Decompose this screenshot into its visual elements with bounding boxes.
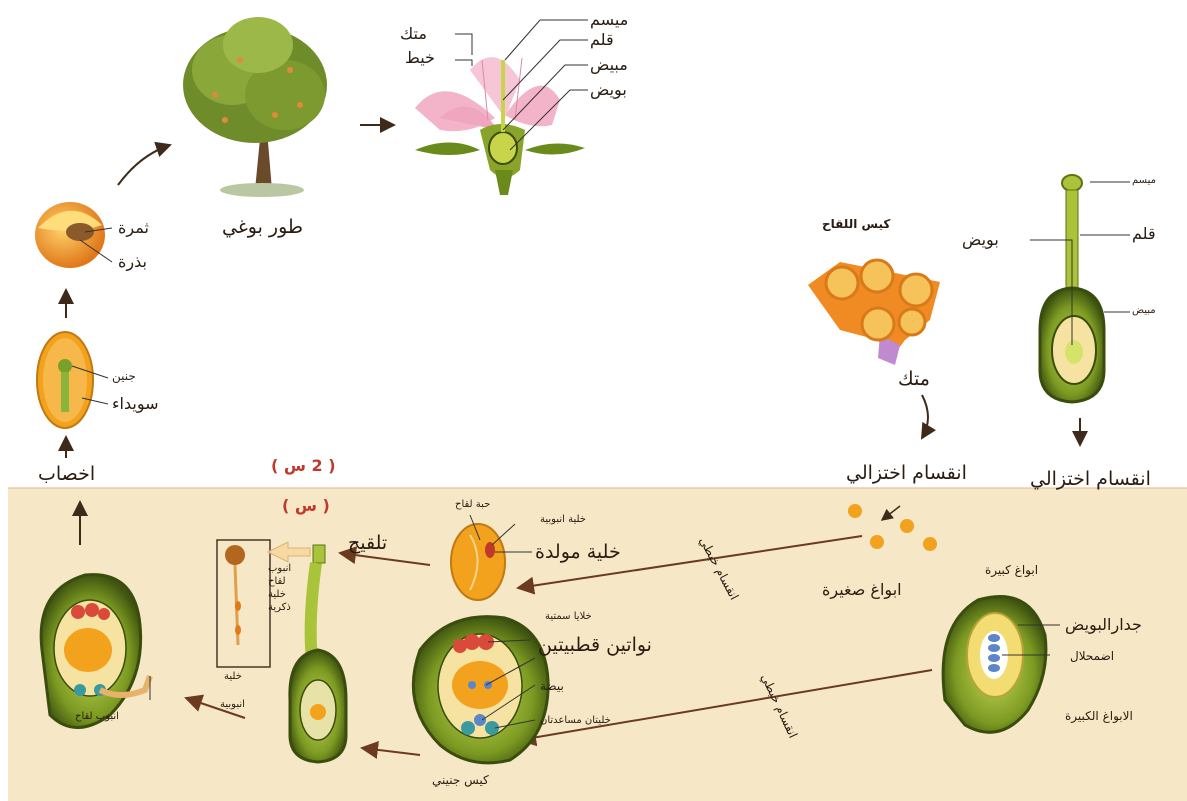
tree-illustration (183, 17, 327, 197)
label-antipodal-cells: خلايا سمتية (545, 612, 592, 622)
label-embryo: جنين (112, 370, 136, 382)
label-meiosis-1: انقسام اختزالي (846, 464, 967, 483)
label-pollen-sac: كيس اللقاح (822, 218, 890, 230)
label-endosperm: سويداء (112, 396, 159, 412)
label-ovule-wall: جدارالبويض (1065, 617, 1142, 633)
label-meiosis-2: انقسام اختزالي (1030, 470, 1151, 489)
label-stigma: ميسم (1132, 176, 1156, 186)
label-large-spores: الابواغ الكبيرة (1065, 710, 1133, 722)
fruit-illustration (35, 202, 112, 268)
anther-illustration (808, 260, 940, 365)
label-style: قلم (1132, 226, 1156, 242)
label-ovule-top: بويض (590, 82, 627, 98)
label-pollination: تلقيح (348, 534, 387, 553)
label-ovary: مبيض (1132, 306, 1156, 316)
label-anther: متك (898, 370, 930, 389)
label-ovule: بويض (962, 232, 999, 248)
label-ploidy-2n: ( 2 س ) (271, 458, 336, 474)
label-fertilization: اخصاب (38, 465, 95, 484)
label-style-top: قلم (590, 32, 614, 48)
label-sporophyte: طور بوغي (222, 218, 303, 237)
label-embryo-sac: كيس جنيني (432, 774, 489, 786)
label-filament: خيط (405, 50, 435, 66)
label-pollen-tube-final: انبوب لقاح (75, 712, 119, 722)
label-tube-cell: خلية انبوبية (540, 515, 586, 525)
label-synergids: خليتان مساعدتان (540, 716, 611, 726)
pistil-illustration (1030, 175, 1130, 402)
label-tube-4: ذكرية (268, 603, 291, 613)
label-pollen-grain: حبة لقاح (455, 500, 490, 510)
label-tube-cell-2: انبوبية (220, 700, 245, 710)
label-stigma-top: ميسم (590, 12, 628, 28)
seed-illustration (37, 332, 108, 428)
label-seed: بذرة (118, 254, 147, 270)
label-generative-cell: خلية مولدة (535, 543, 621, 562)
label-tube-3: خلية (268, 590, 286, 600)
label-degeneration: اضمحلال (1070, 650, 1114, 662)
flower-illustration (415, 57, 585, 195)
label-tube-2: لقاح (268, 577, 286, 587)
label-microspores: ابواغ صغيرة (822, 582, 902, 598)
label-ovary-top: مبيض (590, 57, 628, 73)
label-tube-1: انبوب (268, 564, 291, 574)
label-megaspores: ابواغ كبيرة (985, 564, 1038, 576)
label-ploidy-n: ( س ) (282, 498, 330, 514)
label-anther-top: متك (400, 26, 427, 42)
label-polar-nuclei: نواتين قطبيتين (538, 636, 652, 655)
label-tube-cell-1: خلية (224, 672, 242, 682)
label-egg: بيضة (540, 680, 564, 692)
label-fruit: ثمرة (118, 220, 149, 236)
